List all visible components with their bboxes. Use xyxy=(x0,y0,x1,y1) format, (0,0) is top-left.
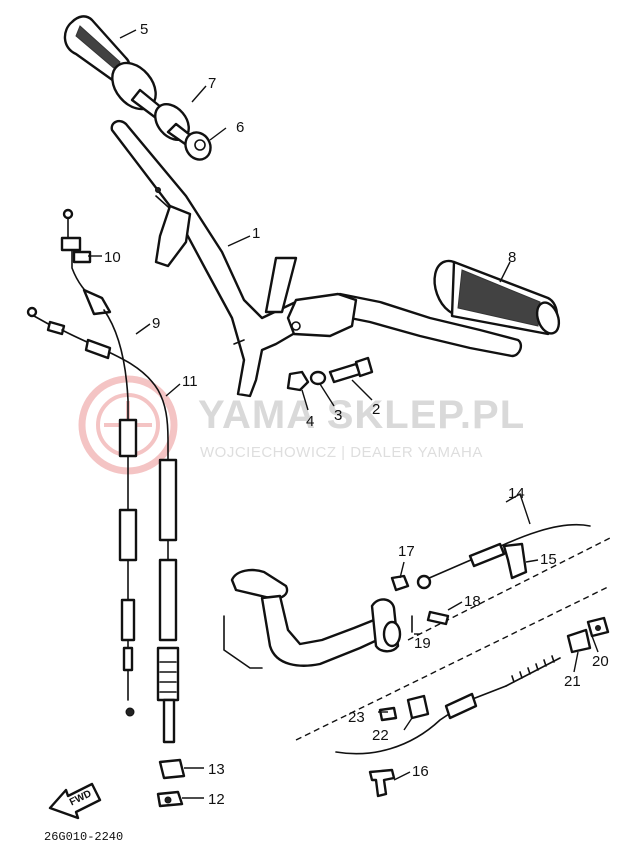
callout-5: 5 xyxy=(140,21,148,38)
diagram-code: 26G010-2240 xyxy=(44,830,123,844)
wing-nut xyxy=(586,616,610,638)
front-brake-cable xyxy=(26,306,180,744)
callout-19: 19 xyxy=(414,635,431,652)
brake-pedal xyxy=(223,568,402,669)
callout-12: 12 xyxy=(208,791,225,808)
nut xyxy=(286,370,310,392)
callout-7: 7 xyxy=(208,75,216,92)
callout-2: 2 xyxy=(372,401,380,418)
lock-washer xyxy=(309,370,327,386)
rear-brake-cable xyxy=(416,524,591,590)
assembly-boundary-upper xyxy=(407,537,611,641)
callout-9: 9 xyxy=(152,315,160,332)
adjusting-nut xyxy=(156,790,184,808)
callout-4: 4 xyxy=(306,413,314,430)
cable-stay xyxy=(368,768,396,798)
callout-20: 20 xyxy=(592,653,609,670)
callout-1: 1 xyxy=(252,225,260,242)
rear-brake-cable-lower xyxy=(335,655,561,755)
callout-6: 6 xyxy=(236,119,244,136)
cable-adjuster xyxy=(72,250,92,264)
callout-23: 23 xyxy=(348,709,365,726)
watermark-subtitle: WOJCIECHOWICZ | DEALER YAMAHA xyxy=(200,444,483,461)
cable-holder xyxy=(158,758,186,780)
leader-lines xyxy=(88,29,599,799)
callout-21: 21 xyxy=(564,673,581,690)
callout-18: 18 xyxy=(464,593,481,610)
cable-guide xyxy=(502,542,528,580)
callout-15: 15 xyxy=(540,551,557,568)
callout-13: 13 xyxy=(208,761,225,778)
callout-10: 10 xyxy=(104,249,121,266)
handlebar xyxy=(110,119,523,398)
handlebar-bolt xyxy=(328,356,374,384)
throttle-cable xyxy=(60,208,138,717)
right-grip xyxy=(433,259,561,336)
callout-17: 17 xyxy=(398,543,415,560)
watermark: YAMA SKLEP.PL WOJCIECHOWICZ | DEALER YAM… xyxy=(78,375,525,475)
callout-16: 16 xyxy=(412,763,429,780)
callout-14: 14 xyxy=(508,485,525,502)
forward-direction-arrow: FWD xyxy=(48,782,102,820)
lever-bolt xyxy=(426,610,450,626)
pin xyxy=(378,706,398,722)
assembly-boundary-lower xyxy=(295,585,611,741)
watermark-title: YAMA SKLEP.PL xyxy=(198,393,525,437)
bar-end-cap xyxy=(184,131,212,161)
callout-labels: 5 7 6 1 8 10 9 11 4 3 2 14 15 17 18 19 2… xyxy=(104,21,609,808)
callout-11: 11 xyxy=(182,373,198,390)
left-grip xyxy=(63,15,164,120)
callout-22: 22 xyxy=(372,727,389,744)
adjust-nut xyxy=(390,574,410,592)
callout-3: 3 xyxy=(334,407,342,424)
callout-8: 8 xyxy=(508,249,516,266)
brake-arm-collar xyxy=(566,628,592,654)
